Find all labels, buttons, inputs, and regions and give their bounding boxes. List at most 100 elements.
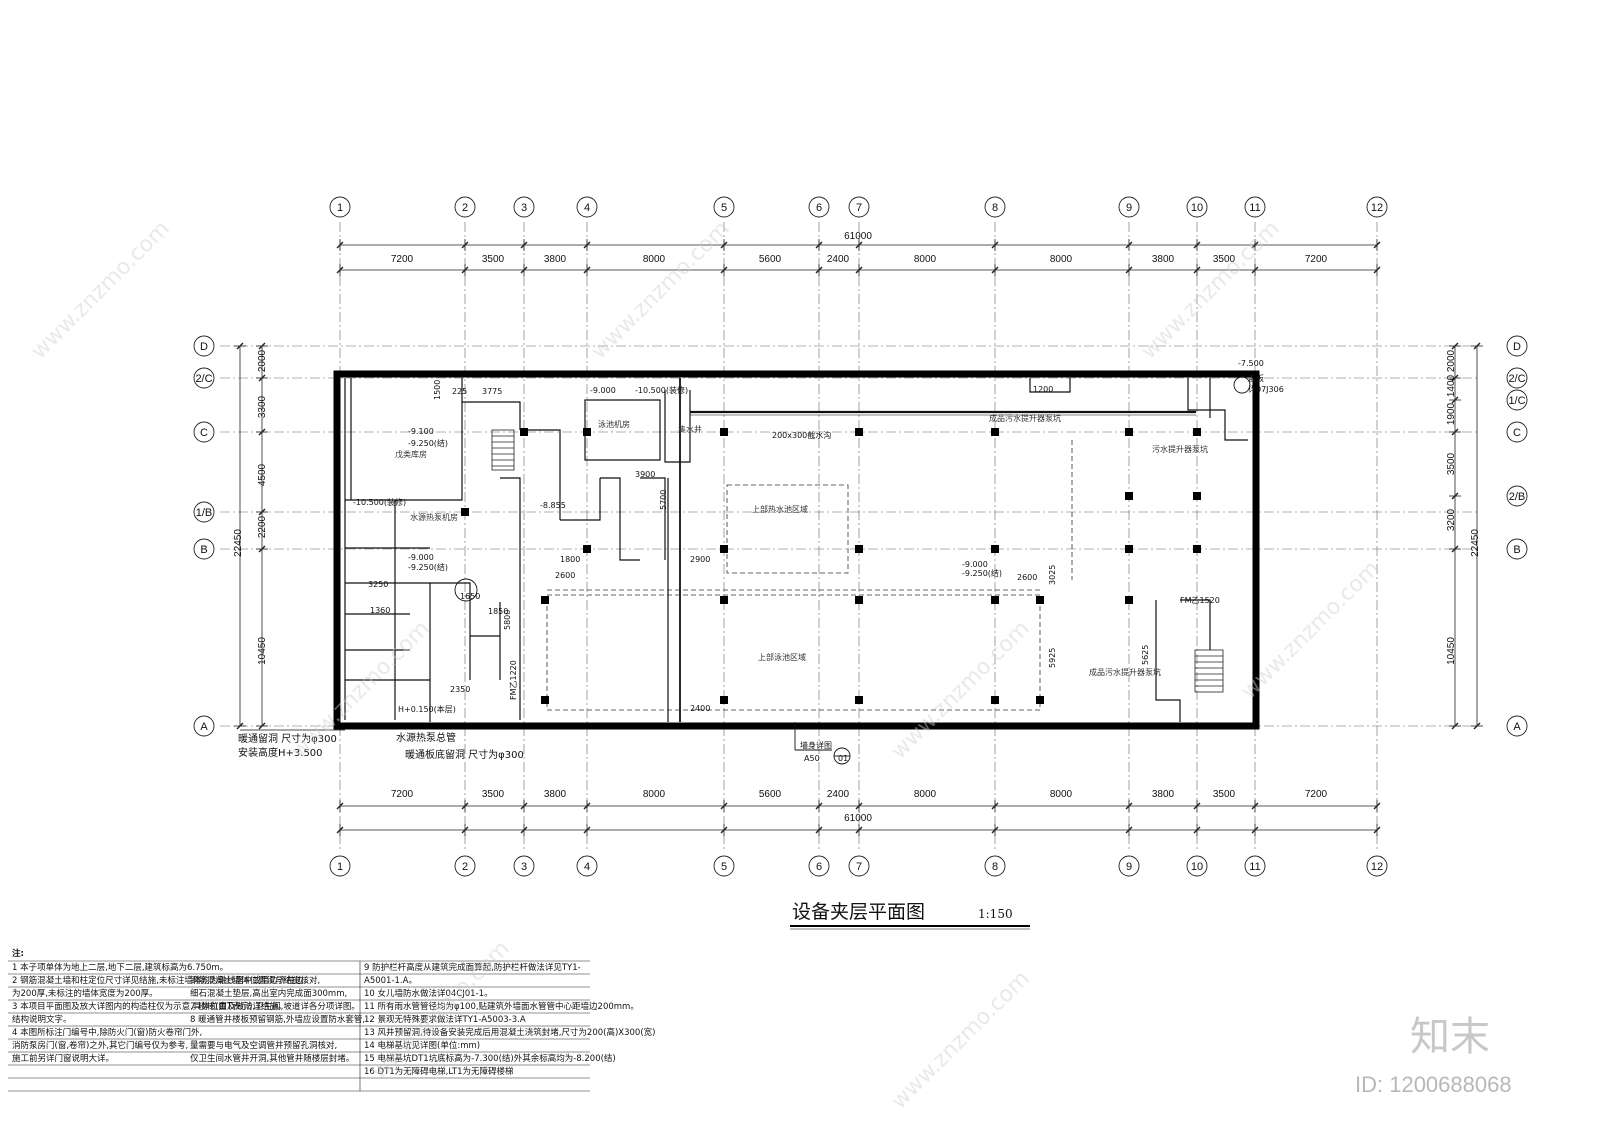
detail-3900: 3900 [635,470,655,479]
drawing-title: 设备夹层平面图 [792,901,925,923]
axis-col-6-bottom-bubble [808,855,830,877]
trench-label: 200x300截水沟 [772,430,831,440]
drawing-scale: 1:150 [978,907,1013,921]
door-fm1520: FM乙1520 [1180,596,1220,605]
column-marker [720,545,728,553]
column-marker [720,696,728,704]
axis-col-7-top-bubble [848,196,870,218]
note-right-3: 10 女儿墙防水做法详04CJ01-1。 [364,988,493,999]
detail-2600b: 2600 [555,571,575,580]
axis-col-12-bottom-label: 12 [1371,861,1383,873]
bottom-dim-9: 3800 [1152,789,1175,800]
image-id: ID: 1200688068 [1355,1072,1512,1097]
detail-2600a: 2600 [1017,573,1037,582]
stairs [491,429,1224,693]
detail-1800: 1800 [560,555,580,564]
detail-1200: 1200 [1033,385,1053,394]
detail-1650: 1650 [460,592,480,601]
room-labels: 戊类库房 水源热泵机房 泳池机房 上部热水池区域 上部泳池区域 污水提升器泵坑 … [395,413,1208,677]
column-marker [991,696,999,704]
interior-walls [344,378,1248,722]
level-8: -7.500 [1238,359,1264,368]
detail-3250: 3250 [368,580,388,589]
axis-row-C-left-bubble [193,421,215,443]
level-9: -9.000 [962,560,988,569]
room-label-pool-plant: 泳池机房 [598,419,630,429]
axis-col-3-top-bubble [513,196,535,218]
axis-row-D-right-label: D [1513,341,1521,353]
brand-logo: 知末 [1410,1014,1490,1060]
column-marker [1125,428,1133,436]
column-marker [541,696,549,704]
axis-row-C-right-label: C [1513,427,1521,439]
axis-col-8-top-bubble [984,196,1006,218]
bottom-dim-5: 5600 [759,789,782,800]
axis-col-11-bottom-label: 11 [1249,861,1260,873]
left-dim-1: 2000 [257,349,268,372]
note-left-3: 为200厚,未标注的墙体宽度为200厚。 [12,988,158,999]
axis-row-B-left-bubble [193,538,215,560]
detail-5700: 5700 [659,490,668,510]
note-right-2: A5001-1.A。 [364,976,417,986]
column-marker [720,596,728,604]
right-dim-1: 2000 [1446,349,1457,372]
bottom-dim-3: 3800 [544,789,567,800]
right-dimensions: 2000 1400 1900 3500 3200 10450 22450 [1446,349,1481,664]
column-marker [991,596,999,604]
axis-col-9-bottom-label: 9 [1126,861,1132,873]
axis-col-1-top-label: 1 [337,202,343,214]
axis-col-9-top-bubble [1118,196,1140,218]
note-right-6: 13 风井预留洞,待设备安装完成后用混凝土浇筑封堵,尺寸为200(高)X300(… [364,1027,655,1038]
left-dimensions: 2000 3300 4500 2200 10450 22450 [233,349,268,664]
column-marker [520,428,528,436]
axis-col-5-bottom-bubble [713,855,735,877]
axis-col-10-top-label: 10 [1191,202,1203,214]
detail-1850: 1850 [488,607,508,616]
detail-1500: 1500 [433,380,442,400]
axis-col-10-top-bubble [1186,196,1208,218]
room-label-sump: 集水井 [678,424,702,434]
note-mid-5: 量需要与电气及空调管井预留孔洞核对, [190,1040,337,1051]
axis-row-A-right-bubble [1506,715,1528,737]
top-dim-5: 5600 [759,254,782,265]
axis-row-2-C-left-label: 2/C [195,373,212,385]
room-label-storage: 戊类库房 [395,449,427,459]
axis-row-2-C-right-label: 2/C [1508,373,1525,385]
column-marker [1125,596,1133,604]
axis-grid-lines [220,222,1480,850]
axis-row-C-left-label: C [200,427,208,439]
callout-main-pipe: 水源热泵总管 [396,731,456,744]
axis-row-1-B-left-label: 1/B [196,507,213,519]
callout-duct-hole: 暖通留洞 尺寸为φ300 [238,732,337,745]
level-annotations: -9.000 -10.500(装修) -9.100 -9.250(结) -8.8… [353,359,1264,714]
note-right-7: 14 电梯基坑见详图(单位:mm) [364,1040,480,1051]
axis-col-9-top-label: 9 [1126,202,1132,214]
top-dim-7: 8000 [914,254,937,265]
top-dim-6: 2400 [827,254,850,265]
wall-detail-sheet: A50 [804,754,820,763]
note-right-1: 9 防护栏杆高度从建筑完成面算起,防护栏杆做法详见TY1- [364,962,581,973]
axis-col-7-top-label: 7 [856,202,862,214]
axis-row-2-C-left-bubble [193,367,215,389]
axis-col-3-top-label: 3 [521,202,527,214]
axis-row-2-B-right-bubble [1506,485,1528,507]
column-marker [1036,596,1044,604]
note-left-4: 3 本项目平面图及放大详图内的构造柱仅为示意,具体位置及做法详结施。 [12,1001,286,1012]
room-label-sewage-pit-top: 成品污水提升器泵坑 [989,413,1061,423]
note-right-5: 12 景观无特殊要求做法详TY1-A5003-3.A [364,1014,526,1025]
axis-row-C-right-bubble [1506,421,1528,443]
axis-col-1-bottom-label: 1 [337,861,343,873]
column-marker [583,545,591,553]
exterior-wall [333,370,1260,730]
axis-col-6-top-label: 6 [816,202,822,214]
left-dim-2: 3300 [257,395,268,418]
wall-detail-no: 01 [838,754,848,763]
axis-col-5-bottom-label: 5 [721,861,727,873]
right-dim-6: 10450 [1446,637,1457,665]
detail-2350: 2350 [450,685,470,694]
right-dim-3: 1900 [1446,402,1457,425]
axis-col-2-bottom-label: 2 [462,861,468,873]
axis-row-B-left-label: B [200,544,207,556]
axis-col-9-bottom-bubble [1118,855,1140,877]
level-1: -9.000 [590,386,616,395]
